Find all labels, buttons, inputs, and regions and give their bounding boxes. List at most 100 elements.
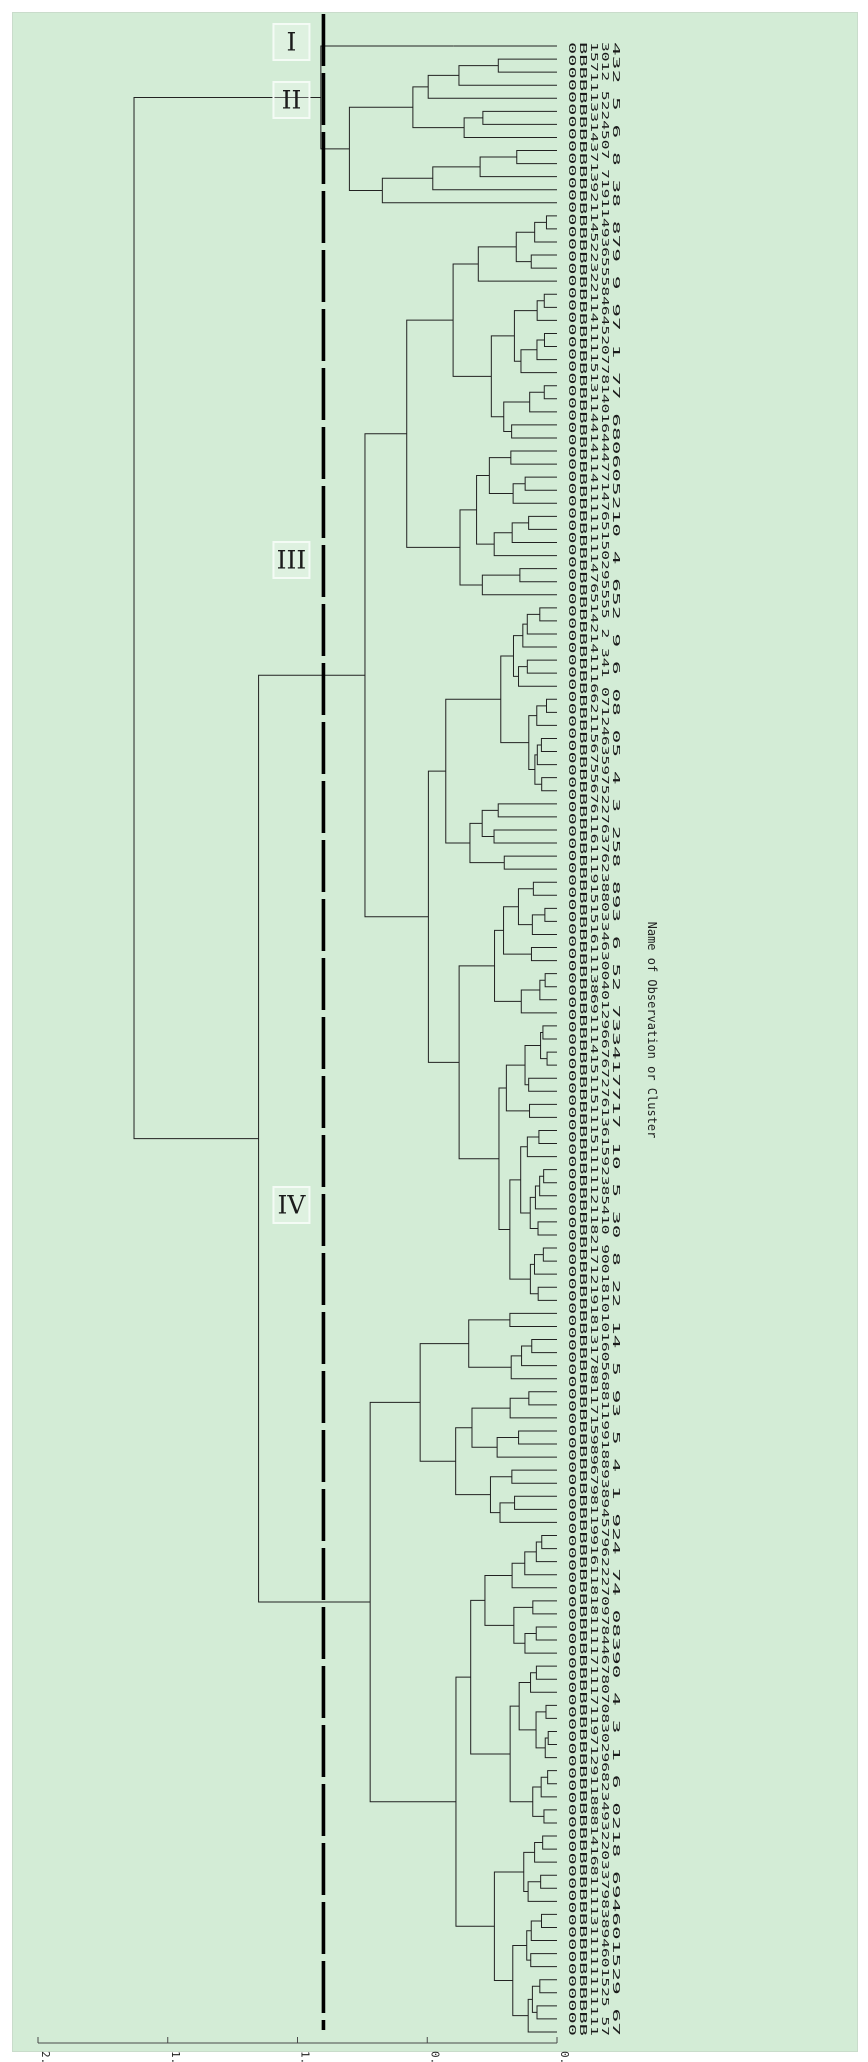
dendrogram-link — [513, 1606, 533, 1644]
dendrogram-link — [471, 1407, 511, 1448]
dendrogram-link — [503, 401, 530, 432]
dendrogram-link — [531, 1339, 557, 1354]
dendrogram-link — [526, 1136, 557, 1158]
dendrogram-link — [541, 1535, 557, 1550]
dendrogram-link — [518, 1681, 537, 1731]
dendrogram-link — [539, 1175, 557, 1197]
dendrogram-link — [503, 906, 532, 955]
dendrogram-link — [545, 1704, 557, 1719]
dendrogram-link — [534, 1842, 557, 1863]
axis-tick-label: 1.0 — [299, 2051, 312, 2062]
dendrogram-link — [543, 385, 557, 400]
dendrogram-link — [523, 1851, 535, 1893]
dendrogram-link — [534, 1254, 557, 1275]
dendrogram-link — [412, 86, 465, 129]
dendrogram-link — [509, 1312, 557, 1327]
dendrogram-link — [481, 574, 557, 596]
dendrogram-link — [510, 450, 557, 465]
observation-label-row: BBBBBBBBBBBBBBBBBBBBBBBBBBBBBBBBBBBBBBBB… — [577, 42, 588, 2036]
dendrogram-link — [536, 339, 557, 361]
dendrogram-link — [520, 989, 557, 1014]
dendrogram-link — [546, 1051, 557, 1066]
dendrogram-link — [535, 1541, 557, 1563]
dendrogram-link — [539, 607, 557, 622]
dendrogram-link — [543, 1169, 557, 1184]
dendrogram-link — [530, 1953, 557, 1968]
plot-area — [12, 12, 858, 2052]
dendrogram-link — [503, 855, 557, 870]
dendrogram-link — [320, 45, 454, 150]
dendrogram-link — [455, 1676, 495, 1927]
dendrogram-link — [524, 1551, 557, 1576]
dendrogram-link — [530, 1672, 557, 1693]
dendrogram-link — [542, 1835, 557, 1850]
observation-label-row: 1571113314371392114522322114111151311441… — [588, 42, 599, 2036]
dendrogram-link — [511, 522, 557, 543]
dendrogram-link — [516, 150, 557, 165]
dendrogram-link — [543, 293, 557, 308]
dendrogram-link — [528, 715, 537, 771]
dendrogram-link — [544, 907, 557, 922]
dendrogram-link — [528, 1077, 557, 1092]
axis-tick-label: 1.5 — [169, 2051, 182, 2062]
dendrogram-link — [427, 74, 557, 99]
dendrogram-link — [463, 117, 557, 138]
cluster-label-box — [272, 1186, 311, 1224]
dendrogram-link — [511, 1469, 557, 1484]
dendrogram-link — [500, 655, 529, 744]
axis-tick-label: 0.0 — [558, 2051, 571, 2062]
dendrogram-link — [458, 65, 557, 86]
dendrogram-link — [484, 1575, 514, 1626]
dendrogram-link — [534, 1185, 557, 1210]
dendrogram-link — [531, 914, 557, 935]
dendrogram-link — [514, 1495, 557, 1510]
dendrogram-link — [445, 698, 501, 844]
dendrogram-link — [529, 391, 557, 413]
dendrogram-link — [133, 96, 321, 1140]
dendrogram-link — [505, 1064, 530, 1112]
dendrogram-link — [542, 1025, 557, 1040]
dendrogram-link — [493, 532, 557, 557]
dendrogram-link — [535, 1665, 557, 1680]
dendrogram-link — [528, 515, 557, 530]
dendrogram-link — [522, 623, 557, 648]
cluster-label-IV: IV — [272, 1186, 311, 1224]
dendrogram-link — [488, 457, 514, 495]
dendrogram-link — [529, 1263, 539, 1295]
dendrogram-link — [455, 1427, 491, 1496]
axis-title: Name of Observation or Cluster — [645, 922, 659, 1139]
dendrogram-link — [536, 2005, 557, 2020]
dendrogram-link — [515, 231, 535, 263]
dendrogram-link — [452, 263, 492, 377]
dendrogram-link — [530, 254, 557, 269]
dendrogram-link — [494, 929, 522, 1002]
dendrogram-link — [540, 1031, 548, 1060]
dendrogram-link — [540, 1776, 557, 1798]
dendrogram-link — [432, 166, 557, 191]
dendrogram-link — [481, 809, 499, 837]
dendrogram-link — [539, 1979, 557, 1994]
dendrogram-link — [518, 1430, 557, 1445]
dendrogram-link — [419, 1343, 469, 1462]
dendrogram-link — [497, 803, 557, 818]
dendrogram-link — [470, 1599, 511, 1755]
dendrogram-link — [540, 737, 557, 753]
dendrogram-link — [493, 1871, 524, 1982]
dendrogram-link — [547, 1730, 557, 1746]
dendrogram-link — [524, 1045, 541, 1086]
dendrogram-link — [544, 1737, 557, 1759]
dendrogram-link — [526, 613, 557, 635]
height-axis: 0.00.51.01.52.0 — [37, 2037, 571, 2062]
cluster-label-II: II — [272, 81, 311, 119]
dendrogram-link — [512, 635, 523, 677]
dendrogram-link — [528, 1391, 557, 1406]
dendrogram-link — [536, 744, 557, 766]
dendrogram-link — [532, 1786, 544, 1817]
dendrogram-link — [530, 947, 557, 962]
dendrogram-link — [537, 1286, 557, 1301]
dendrogram-link — [479, 156, 557, 178]
dendrogram-link — [490, 335, 515, 418]
dendrogram-link — [517, 888, 534, 926]
dendrogram-link — [364, 433, 429, 918]
dendrogram-link — [427, 770, 460, 1063]
